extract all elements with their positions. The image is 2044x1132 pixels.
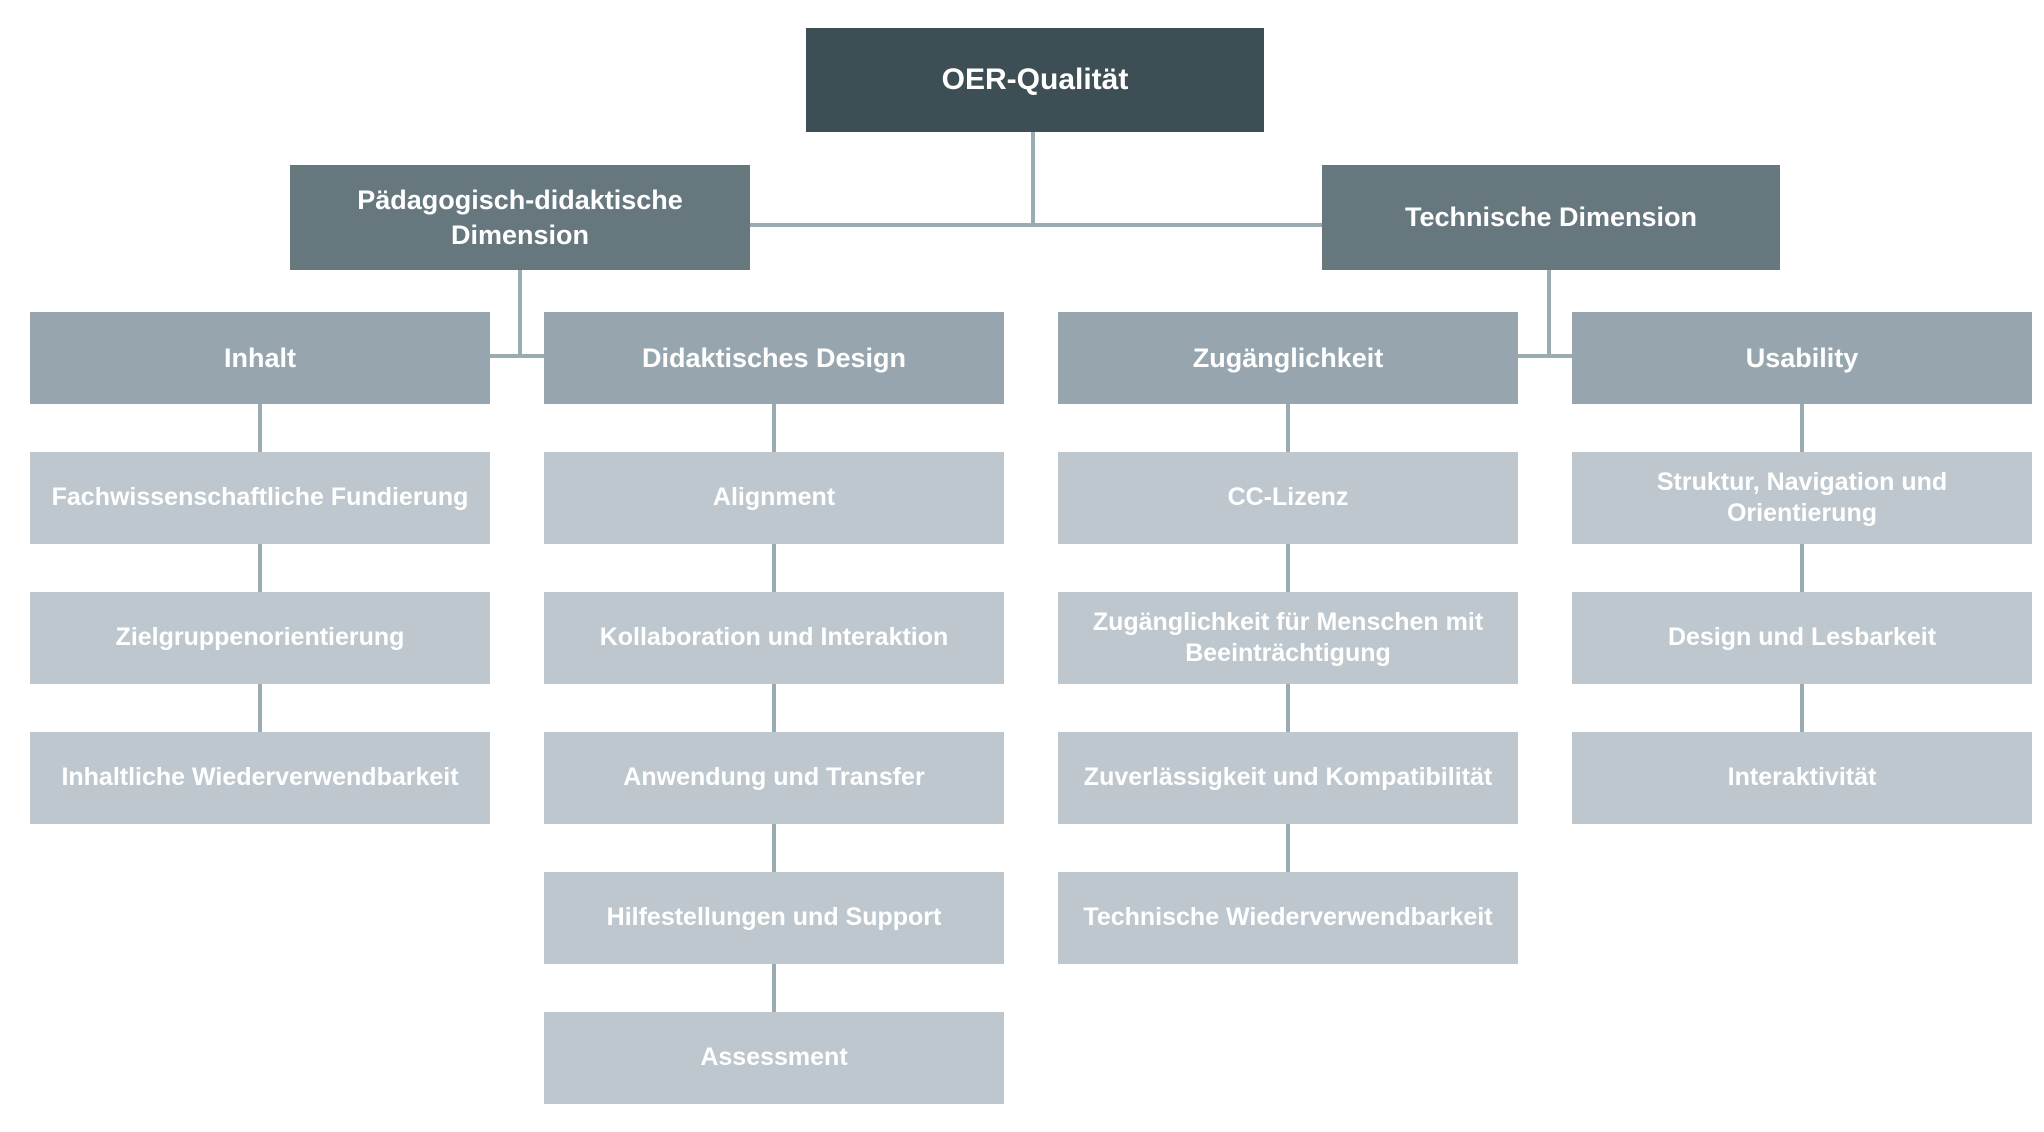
node-struktur-navigation-und-orientierung[interactable]: Struktur, Navigation und Orientierung [1572, 452, 2032, 544]
connector-dim2-spine [1400, 354, 1700, 358]
node-label: CC-Lizenz [1227, 483, 1349, 512]
node-label: Technische Wiederverwendbarkeit [1083, 903, 1493, 932]
node-label: Didaktisches Design [641, 342, 907, 373]
node-hilfestellungen-und-support[interactable]: Hilfestellungen und Support [544, 872, 1004, 964]
connector-dim1-stem [518, 270, 522, 358]
connector-col3-seg4 [1286, 824, 1290, 872]
connector-col1-seg3 [258, 684, 262, 732]
node-label: Usability [1745, 342, 1859, 373]
node-label: Interaktivität [1727, 763, 1877, 792]
node-kollaboration-und-interaktion[interactable]: Kollaboration und Interaktion [544, 592, 1004, 684]
node-inhalt[interactable]: Inhalt [30, 312, 490, 404]
connector-col3-seg2 [1286, 544, 1290, 592]
node-zielgruppenorientierung[interactable]: Zielgruppenorientierung [30, 592, 490, 684]
connector-col2-seg1 [772, 404, 776, 452]
connector-col1-seg1 [258, 404, 262, 452]
node-label: Struktur, Navigation und Orientierung [1656, 467, 1948, 528]
node-didaktisches-design[interactable]: Didaktisches Design [544, 312, 1004, 404]
node-assessment[interactable]: Assessment [544, 1012, 1004, 1104]
connector-col1-seg2 [258, 544, 262, 592]
node-label: Inhalt [224, 342, 296, 373]
node-label: Anwendung und Transfer [623, 763, 925, 792]
node-design-und-lesbarkeit[interactable]: Design und Lesbarkeit [1572, 592, 2032, 684]
node-label: Design und Lesbarkeit [1667, 623, 1937, 652]
node-technische-dimension[interactable]: Technische Dimension [1322, 165, 1780, 270]
connector-col2-seg5 [772, 964, 776, 1012]
node-label: Zugänglichkeit für Menschen mit Beeinträ… [1092, 607, 1484, 668]
node-zugaenglichkeit[interactable]: Zugänglichkeit [1058, 312, 1518, 404]
connector-col4-seg3 [1800, 684, 1804, 732]
node-zuverlaessigkeit-und-kompatibilitaet[interactable]: Zuverlässigkeit und Kompatibilität [1058, 732, 1518, 824]
connector-col3-seg1 [1286, 404, 1290, 452]
connector-col2-seg4 [772, 824, 776, 872]
connector-col4-seg1 [1800, 404, 1804, 452]
node-label: Pädagogisch-didaktische Dimension [357, 185, 683, 250]
node-label: Alignment [712, 483, 836, 512]
node-label: Kollaboration und Interaktion [599, 623, 949, 652]
connector-col3-seg3 [1286, 684, 1290, 732]
node-zugaenglichkeit-fuer-menschen-mit-beeintraechtigung[interactable]: Zugänglichkeit für Menschen mit Beeinträ… [1058, 592, 1518, 684]
node-label: Inhaltliche Wiederverwendbarkeit [61, 763, 459, 792]
node-label: Zugänglichkeit [1192, 342, 1384, 373]
node-paedagogisch-didaktische-dimension[interactable]: Pädagogisch-didaktische Dimension [290, 165, 750, 270]
node-label: Assessment [700, 1043, 848, 1072]
connector-dim2-stem [1547, 270, 1551, 358]
node-label: Technische Dimension [1404, 202, 1698, 233]
node-label: Hilfestellungen und Support [606, 903, 942, 932]
node-label: Zielgruppenorientierung [115, 623, 405, 652]
node-label: Zuverlässigkeit und Kompatibilität [1083, 763, 1493, 792]
connector-col2-seg2 [772, 544, 776, 592]
node-oer-qualitaet[interactable]: OER-Qualität [806, 28, 1264, 132]
node-fachwissenschaftliche-fundierung[interactable]: Fachwissenschaftliche Fundierung [30, 452, 490, 544]
node-label: OER-Qualität [941, 63, 1129, 97]
node-cc-lizenz[interactable]: CC-Lizenz [1058, 452, 1518, 544]
connector-root-spine [750, 223, 1322, 227]
node-usability[interactable]: Usability [1572, 312, 2032, 404]
node-interaktivitaet[interactable]: Interaktivität [1572, 732, 2032, 824]
connector-col4-seg2 [1800, 544, 1804, 592]
node-anwendung-und-transfer[interactable]: Anwendung und Transfer [544, 732, 1004, 824]
node-alignment[interactable]: Alignment [544, 452, 1004, 544]
connector-root-stem [1031, 132, 1035, 225]
connector-dim1-spine [370, 354, 670, 358]
connector-col2-seg3 [772, 684, 776, 732]
node-label: Fachwissenschaftliche Fundierung [51, 483, 469, 512]
node-technische-wiederverwendbarkeit[interactable]: Technische Wiederverwendbarkeit [1058, 872, 1518, 964]
node-inhaltliche-wiederverwendbarkeit[interactable]: Inhaltliche Wiederverwendbarkeit [30, 732, 490, 824]
